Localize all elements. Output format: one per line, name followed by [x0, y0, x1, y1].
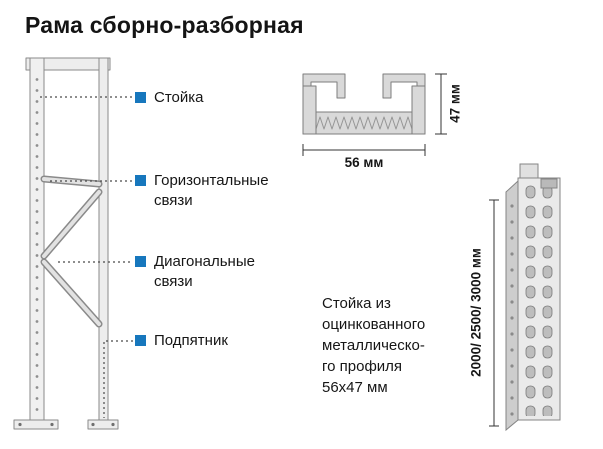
- page-title: Рама сборно-разборная: [25, 12, 304, 38]
- legend-label-diagonal-braces: Диагональные связи: [154, 253, 255, 290]
- frame-drawing: [13, 57, 119, 430]
- profile-drawing: [302, 73, 426, 135]
- profile-dimension-lines: [302, 73, 447, 156]
- profile-note: Стойка из оцинкованного металлическо- го…: [322, 295, 426, 396]
- leader-lines: [40, 96, 133, 418]
- legend-bullet-icon: [135, 335, 146, 346]
- profile-width-dimension: 56 мм: [344, 155, 384, 170]
- upright-dimension-line: [489, 199, 499, 427]
- legend-item-upright: Стойка: [135, 88, 285, 108]
- legend-bullet-icon: [135, 92, 146, 103]
- legend-bullet-icon: [135, 175, 146, 186]
- legend-item-horizontal-braces: Горизонтальные связи: [135, 171, 285, 211]
- legend-label-upright: Стойка: [154, 89, 204, 106]
- legend-label-foot-plate: Подпятник: [154, 332, 228, 349]
- frame-braces: [40, 175, 103, 328]
- upright-drawing: [505, 163, 561, 432]
- legend-item-foot-plate: Подпятник: [135, 331, 285, 351]
- legend-label-horizontal-braces: Горизонтальные связи: [154, 172, 269, 209]
- frame-feet: [13, 419, 119, 430]
- upright-height-dimension: 2000/ 2500/ 3000 мм: [468, 248, 484, 377]
- legend-item-diagonal-braces: Диагональные связи: [135, 252, 285, 292]
- profile-height-dimension: 47 мм: [447, 84, 463, 123]
- legend-bullet-icon: [135, 256, 146, 267]
